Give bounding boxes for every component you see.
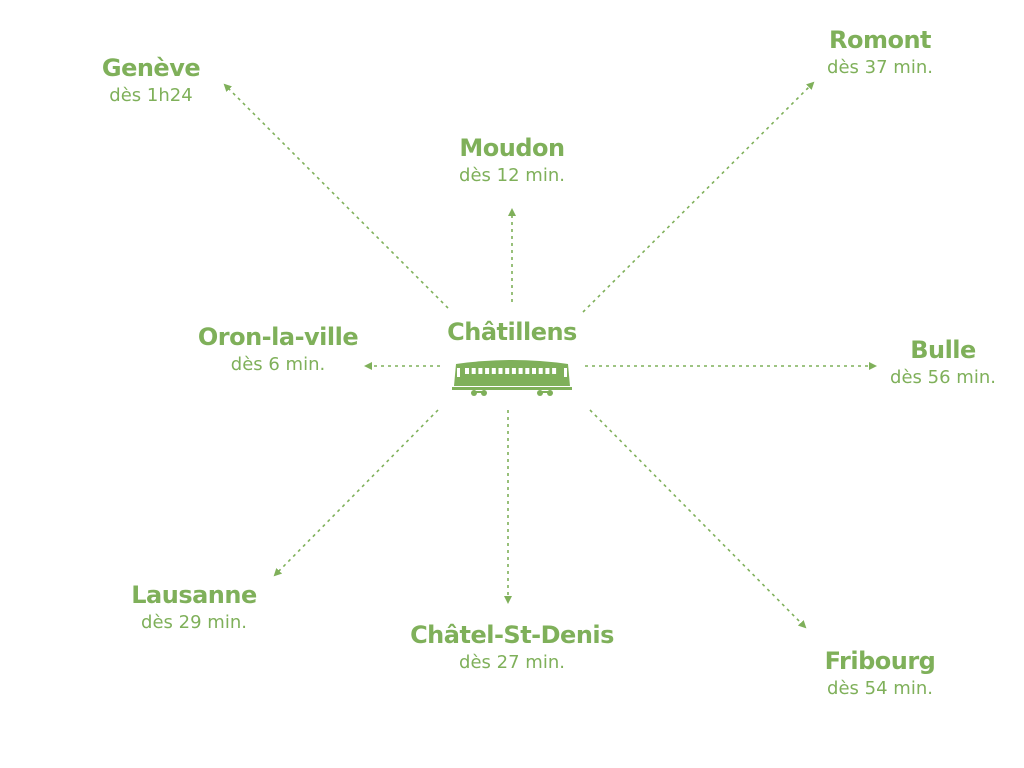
destination-time: dès 6 min.	[230, 354, 326, 375]
train-window	[518, 368, 523, 374]
destination-name: Lausanne	[131, 581, 257, 609]
destination-name: Genève	[101, 54, 201, 82]
destination-lausanne: Lausanne dès 29 min.	[131, 580, 257, 636]
destination-name: Fribourg	[824, 647, 936, 675]
train-car-icon	[452, 360, 572, 396]
train-window	[465, 368, 469, 374]
train-window	[525, 368, 530, 374]
destination-oron-la-ville: Oron-la-ville dès 6 min.	[197, 322, 359, 378]
destination-moudon: Moudon dès 12 min.	[459, 133, 565, 189]
train-window	[478, 368, 483, 374]
destination-fribourg: Fribourg dès 54 min.	[825, 646, 936, 702]
train-window	[485, 368, 490, 374]
arrow-geneve	[223, 83, 449, 309]
destination-name: Oron-la-ville	[197, 323, 359, 351]
train-window	[532, 368, 536, 374]
train-window	[491, 368, 496, 374]
origin-station-label: Châtillens	[447, 318, 577, 346]
destination-time: dès 29 min.	[141, 612, 247, 633]
train-window	[505, 368, 510, 374]
destination-time: dès 1h24	[109, 85, 193, 106]
train-window	[538, 368, 543, 374]
destination-time: dès 54 min.	[827, 678, 933, 699]
arrow-lausanne	[273, 409, 439, 577]
destination-chatel-st-denis: Châtel-St-Denis dès 27 min.	[410, 620, 614, 676]
destination-time: dès 27 min.	[459, 652, 565, 673]
destination-bulle: Bulle dès 56 min.	[890, 335, 996, 391]
destination-name: Moudon	[459, 134, 565, 162]
destination-geneve: Genève dès 1h24	[101, 53, 201, 109]
destination-time: dès 56 min.	[890, 367, 996, 388]
train-window	[552, 368, 557, 374]
destination-time: dès 12 min.	[459, 165, 565, 186]
destination-time: dès 37 min.	[827, 57, 933, 78]
destination-name: Châtel-St-Denis	[410, 621, 614, 649]
destination-name: Bulle	[910, 336, 976, 364]
train-window	[511, 368, 516, 374]
train-window	[498, 368, 503, 374]
destination-romont: Romont dès 37 min.	[827, 25, 933, 81]
arrow-romont	[582, 81, 815, 313]
train-window	[545, 368, 550, 374]
destination-name: Romont	[828, 26, 932, 54]
train-window	[471, 368, 476, 374]
arrow-fribourg	[589, 409, 807, 629]
